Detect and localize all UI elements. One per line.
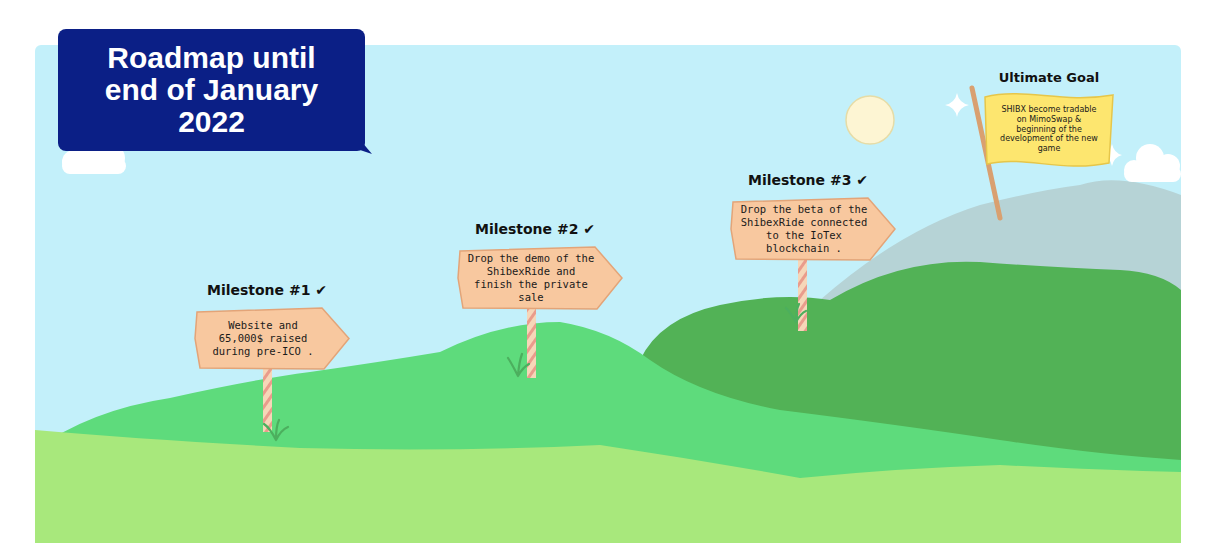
goal-heading: Ultimate Goal [999, 70, 1099, 85]
milestone-text: Drop the demo of the ShibexRide and fini… [467, 252, 595, 303]
wood-board [458, 247, 622, 309]
post [798, 255, 807, 331]
grass [786, 304, 806, 322]
post [263, 360, 272, 432]
sun [846, 96, 894, 144]
cloud-puff [1124, 166, 1181, 182]
goal-text: SHIBX become tradable on MimoSwap & begi… [997, 105, 1101, 154]
ground [35, 430, 1181, 543]
milestone-sign: Milestone #2 ✔Drop the demo of the Shibe… [458, 245, 623, 311]
milestone-sign: Milestone #1 ✔Website and 65,000$ raised… [195, 306, 350, 371]
grass [264, 420, 288, 440]
milestone-text: Drop the beta of the ShibexRide connecte… [740, 203, 868, 254]
milestone-heading: Milestone #3 ✔ [748, 172, 868, 188]
sparkle [945, 93, 969, 117]
milestone-heading: Milestone #1 ✔ [207, 282, 327, 298]
goal-flag: Ultimate GoalSHIBX become tradable on Mi… [985, 92, 1113, 167]
sparkles [945, 93, 1122, 166]
flag-cloth [985, 94, 1113, 166]
milestone-heading: Milestone #2 ✔ [475, 221, 595, 237]
milestone-sign: Milestone #3 ✔Drop the beta of the Shibe… [731, 196, 896, 262]
wood-board [195, 308, 349, 369]
grass [508, 354, 529, 376]
title: Roadmap until end of January 2022 [94, 42, 329, 138]
cloud-puff [62, 158, 126, 174]
post [527, 300, 536, 378]
title-banner: Roadmap until end of January 2022 [58, 29, 365, 151]
wood-board [731, 198, 895, 260]
milestone-text: Website and 65,000$ raised during pre-IC… [204, 319, 322, 357]
grass-tufts [264, 304, 806, 440]
